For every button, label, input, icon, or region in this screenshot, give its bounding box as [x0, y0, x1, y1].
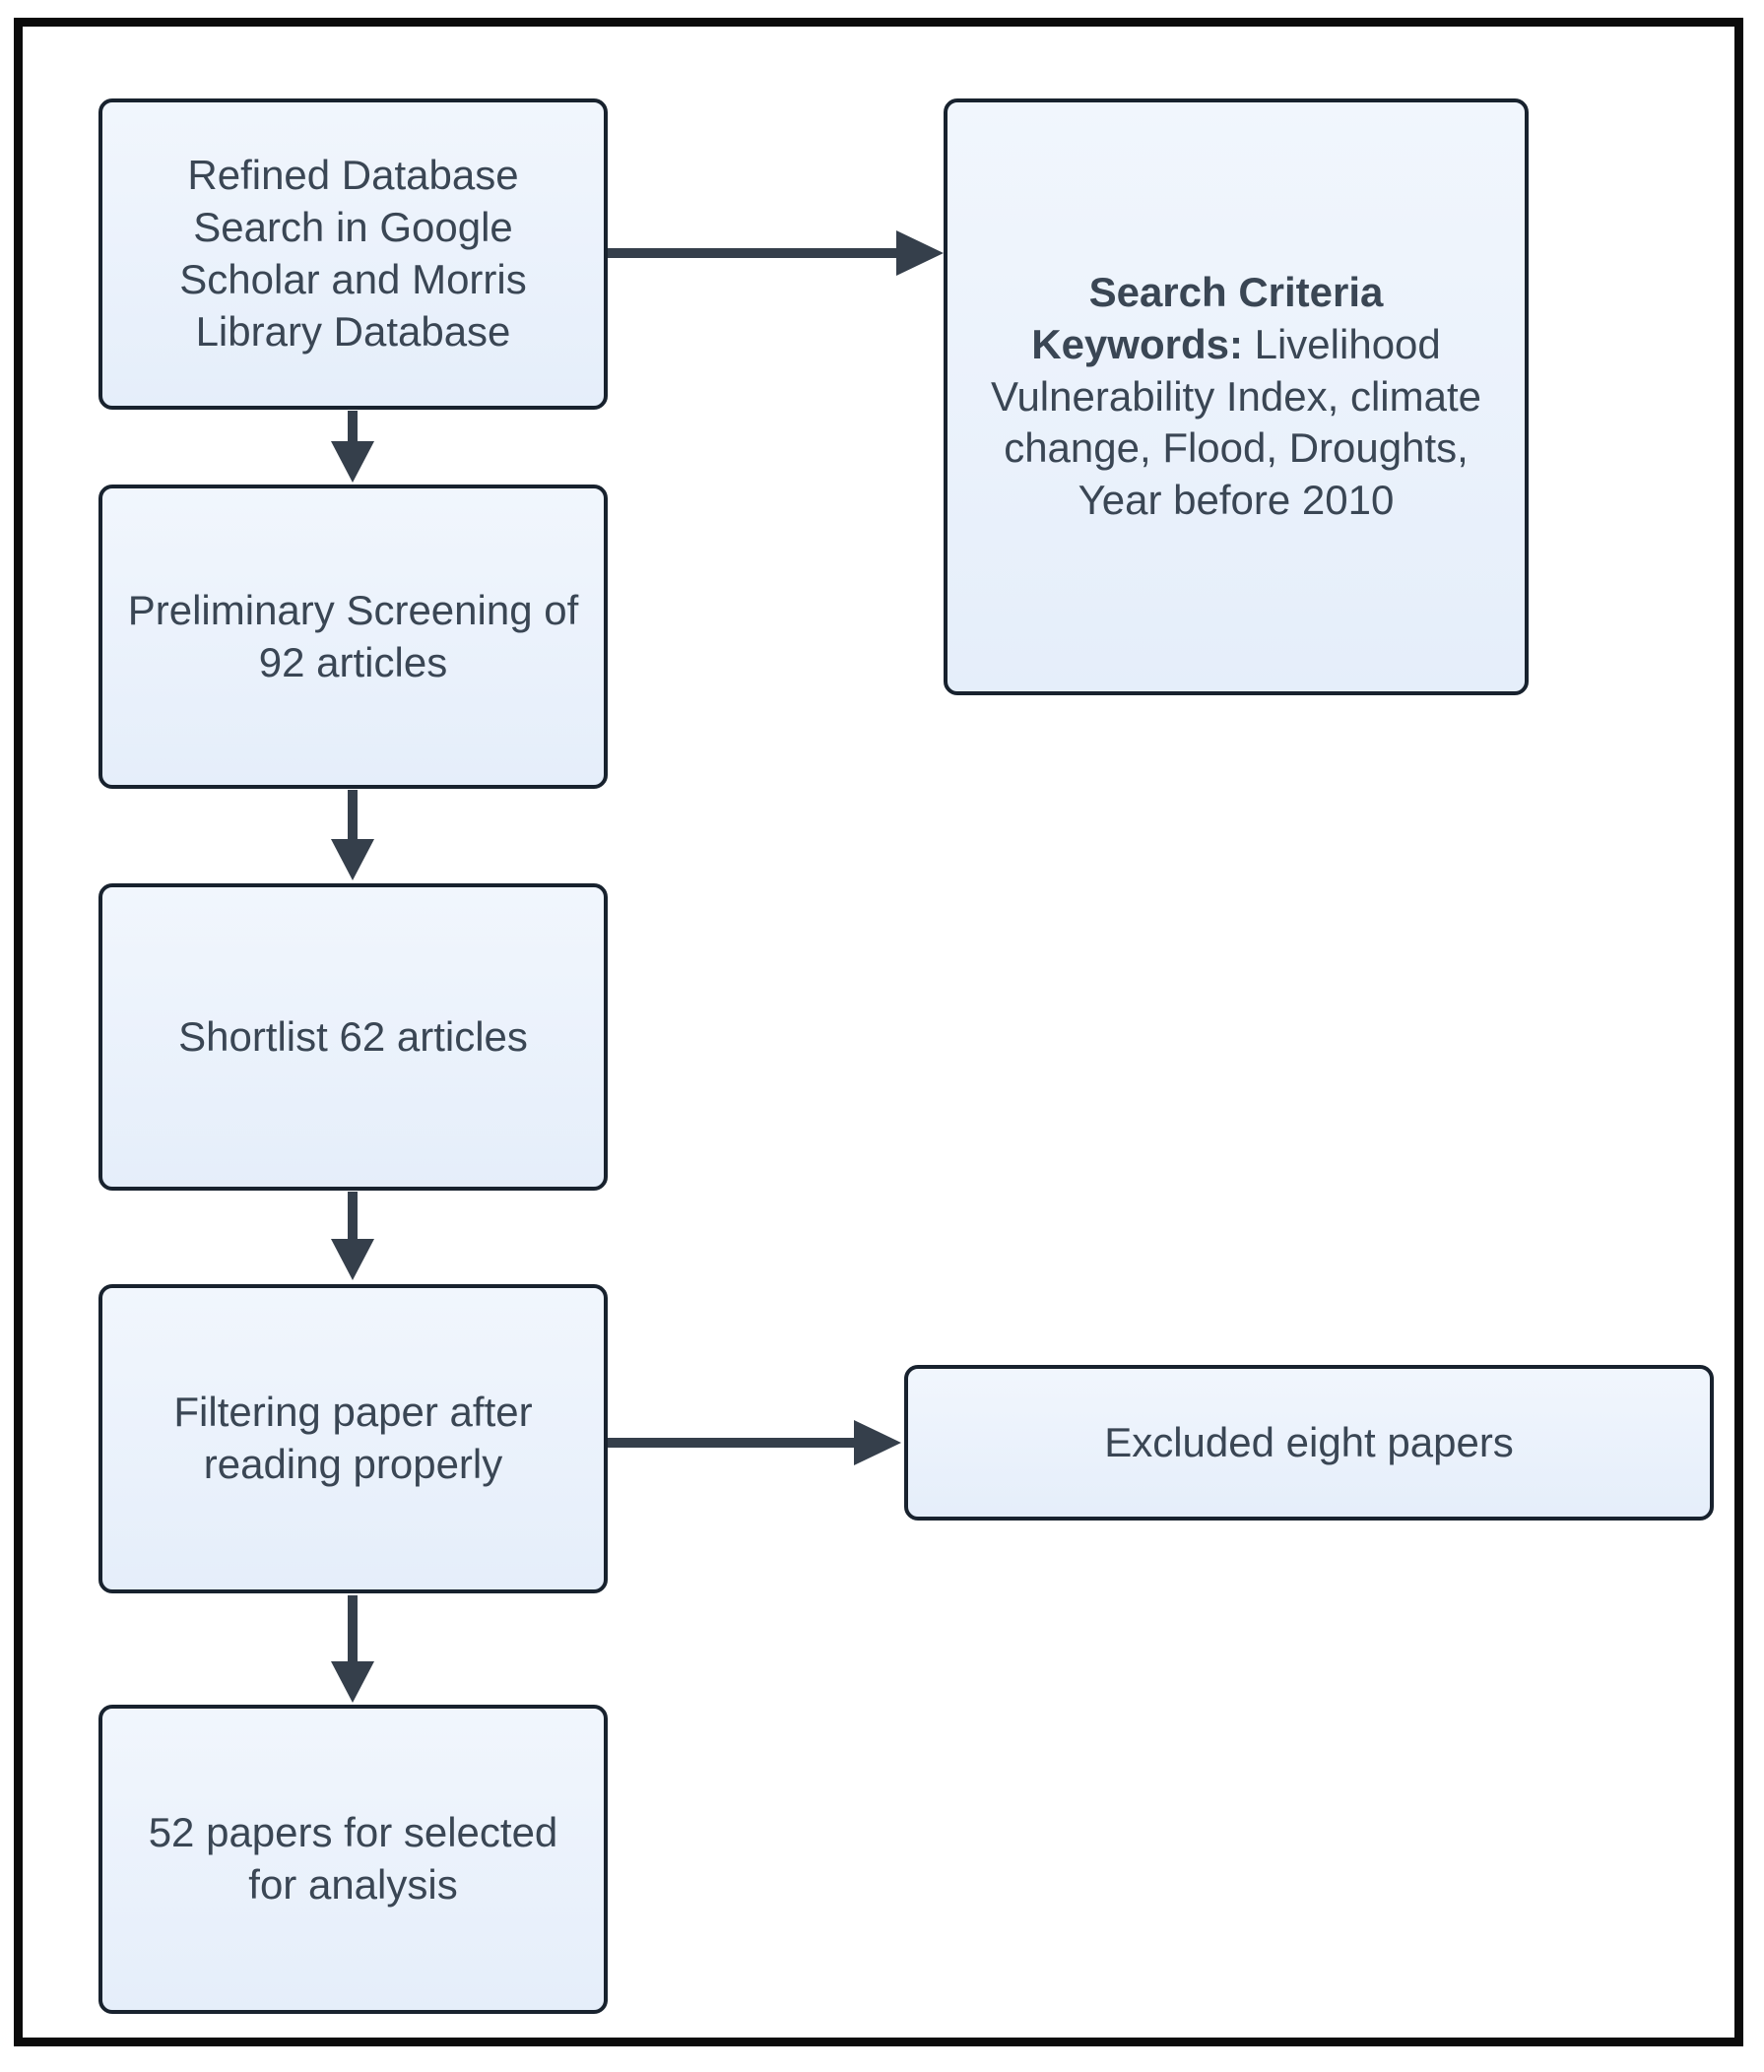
node-refined-database-search-label: Refined Database Search in Google Schola… [179, 152, 527, 355]
search-criteria-keywords: Keywords: Livelihood Vulnerability Index… [979, 319, 1493, 528]
search-criteria-title: Search Criteria [1088, 268, 1384, 315]
search-criteria-keywords-label: Keywords: [1031, 320, 1243, 367]
node-refined-database-search: Refined Database Search in Google Schola… [98, 98, 608, 410]
node-selected-papers-label: 52 papers for selected for analysis [148, 1809, 558, 1908]
node-preliminary-screening-label: Preliminary Screening of 92 articles [127, 586, 579, 685]
node-preliminary-screening: Preliminary Screening of 92 articles [98, 485, 608, 789]
node-search-criteria-label: Search Criteria Keywords: Livelihood Vul… [979, 267, 1493, 528]
node-filtering-label: Filtering paper after reading properly [173, 1389, 533, 1487]
node-selected-papers: 52 papers for selected for analysis [98, 1705, 608, 2014]
node-filtering: Filtering paper after reading properly [98, 1284, 608, 1593]
figure-frame [14, 18, 1743, 2046]
node-excluded-papers: Excluded eight papers [904, 1365, 1714, 1521]
node-shortlist: Shortlist 62 articles [98, 883, 608, 1191]
node-search-criteria: Search Criteria Keywords: Livelihood Vul… [944, 98, 1529, 695]
node-shortlist-label: Shortlist 62 articles [178, 1012, 528, 1060]
search-criteria-keywords-value: Livelihood Vulnerability Index, climate … [990, 320, 1481, 524]
node-excluded-papers-label: Excluded eight papers [1104, 1418, 1514, 1465]
